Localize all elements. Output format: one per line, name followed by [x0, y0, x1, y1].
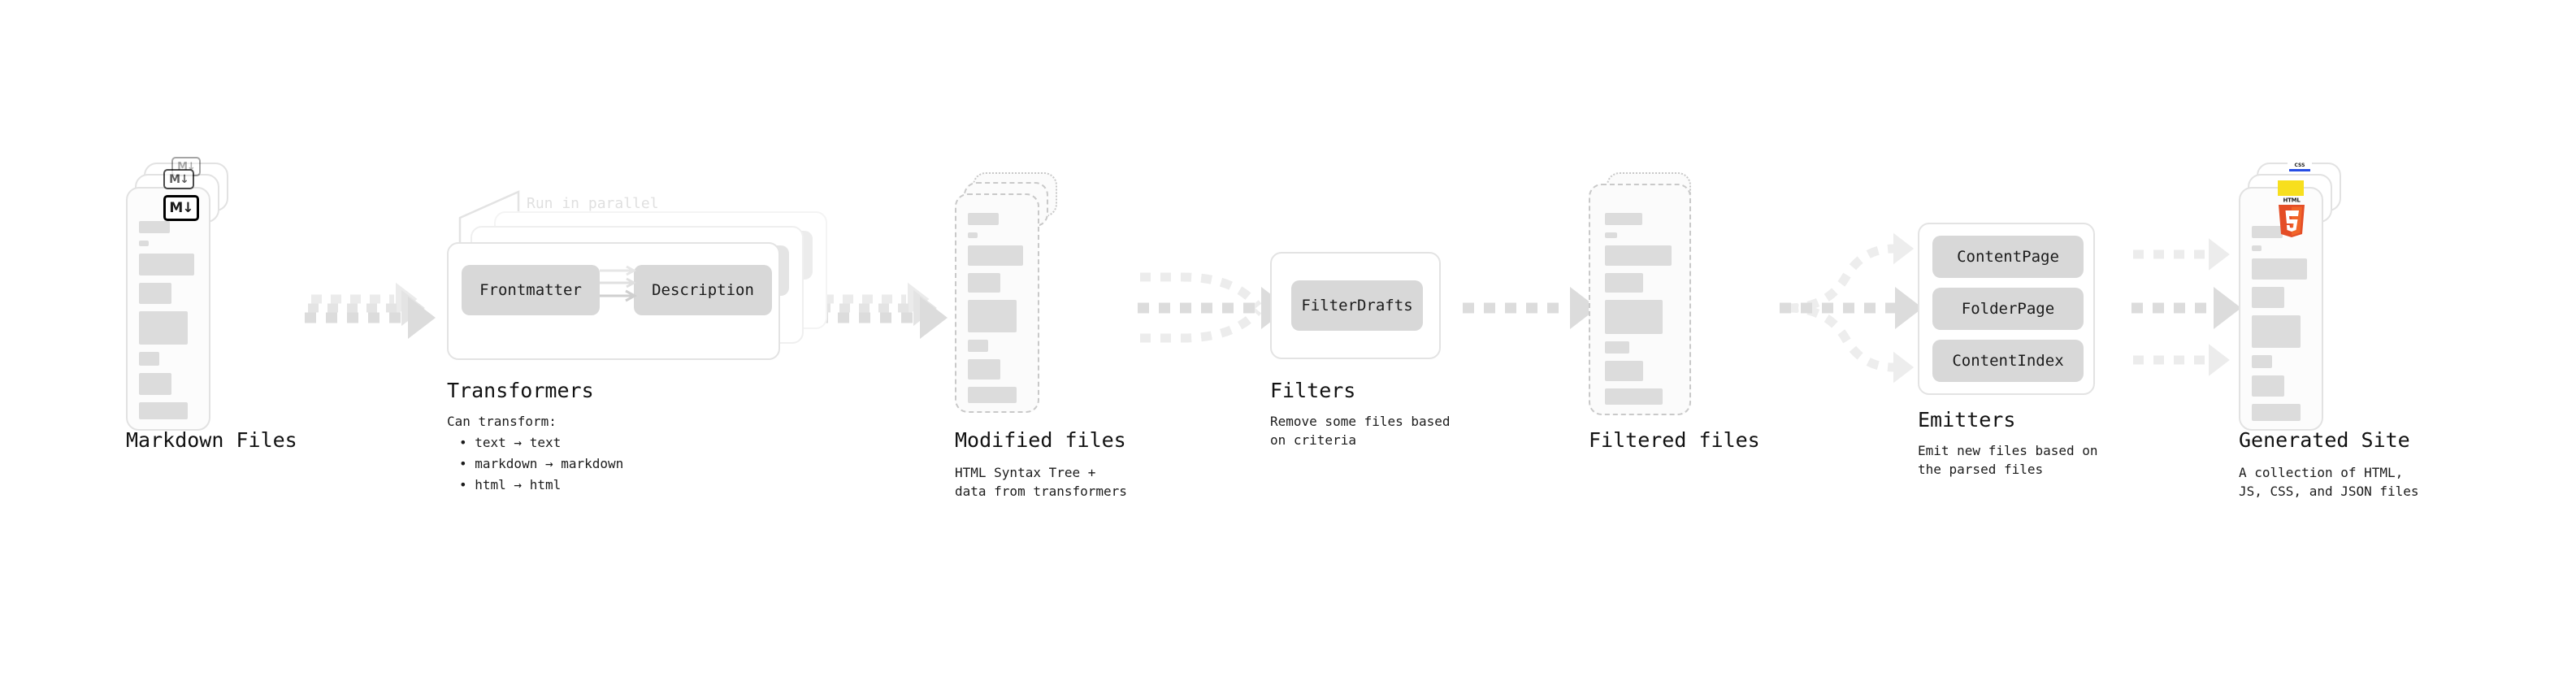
transformer-inner-arrows — [600, 265, 638, 302]
generated-site-subtitle: A collection of HTML, JS, CSS, and JSON … — [2239, 465, 2419, 500]
emitters-pill-contentindex[interactable]: ContentIndex — [1932, 340, 2084, 382]
modified-files-subtitle: HTML Syntax Tree + data from transformer… — [955, 465, 1127, 500]
arrow-filters-to-filtered — [1463, 287, 1598, 329]
js-icon — [2278, 180, 2304, 196]
markdown-icon-mid: M↓ — [163, 169, 194, 189]
arrow-emitters-to-site — [2131, 238, 2241, 376]
transformer-card-front: Frontmatter Description — [447, 242, 780, 360]
filters-box: FilterDrafts — [1270, 252, 1441, 359]
filters-title: Filters — [1270, 379, 1356, 402]
filters-pill-filterdrafts[interactable]: FilterDrafts — [1291, 280, 1423, 331]
transformers-bullet-1: • markdown → markdown — [459, 456, 624, 471]
transformers-title: Transformers — [447, 379, 594, 402]
filters-subtitle: Remove some files based on criteria — [1270, 414, 1451, 449]
markdown-doc-front — [126, 187, 210, 431]
modified-doc-front — [955, 193, 1039, 413]
emitters-subtitle: Emit new files based on the parsed files — [1918, 443, 2098, 478]
css-icon-label: CSS — [2294, 163, 2305, 168]
emitters-title: Emitters — [1918, 408, 2016, 432]
arrow-transformers-to-modified — [817, 282, 948, 339]
filtered-files-title: Filtered files — [1589, 428, 1760, 452]
filtered-doc-front — [1589, 184, 1691, 415]
emitters-pill-contentpage[interactable]: ContentPage — [1932, 236, 2084, 278]
markdown-icon: M↓ — [163, 195, 199, 221]
svg-text:HTML: HTML — [2283, 197, 2301, 204]
transformer-pill-description[interactable]: Description — [634, 265, 772, 315]
site-doc-front — [2239, 187, 2323, 431]
modified-files-title: Modified files — [955, 428, 1126, 452]
run-in-parallel-label: Run in parallel — [527, 195, 659, 212]
transformer-pill-frontmatter[interactable]: Frontmatter — [462, 265, 600, 315]
arrow-filtered-to-emitters — [1780, 232, 1923, 384]
generated-site-title: Generated Site — [2239, 428, 2410, 452]
markdown-files-title: Markdown Files — [126, 428, 297, 452]
transformers-bullet-0: • text → text — [459, 435, 562, 450]
arrow-markdown-to-transformers — [305, 282, 436, 339]
transformers-subtitle: Can transform: — [447, 414, 557, 429]
html5-icon: HTML — [2279, 197, 2305, 237]
transformers-bullet-2: • html → html — [459, 477, 562, 492]
emitters-box: ContentPage FolderPage ContentIndex — [1918, 223, 2095, 395]
css-icon-underline — [2289, 169, 2310, 171]
emitters-pill-folderpage[interactable]: FolderPage — [1932, 288, 2084, 330]
arrow-modified-to-filters — [1138, 272, 1289, 343]
css-icon: CSS — [2288, 159, 2312, 171]
